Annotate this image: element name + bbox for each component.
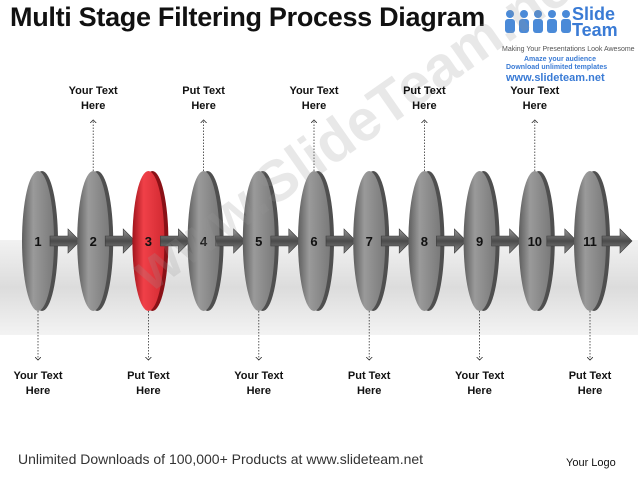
label-line-1: Put Text <box>347 370 391 382</box>
logo-placeholder: Your Logo <box>566 457 616 469</box>
brand-download: Download unlimited templates <box>506 64 608 71</box>
filter-disc <box>574 171 606 311</box>
label-line-2: Here <box>246 385 272 397</box>
stage-number: 7 <box>366 234 373 249</box>
stage-number: 8 <box>421 234 428 249</box>
filter-disc <box>408 171 441 311</box>
stage-number: 1 <box>34 234 41 249</box>
stage-8: 8 <box>408 171 467 311</box>
filter-disc <box>298 171 330 311</box>
label-line-1: Put Text <box>127 370 170 382</box>
label-line-1: Your Text <box>289 85 339 97</box>
stage-number: 4 <box>200 234 208 249</box>
label-line-1: Your Text <box>455 370 505 382</box>
stage-10: 10 <box>518 171 578 311</box>
filter-disc <box>187 171 220 311</box>
stage-number: 5 <box>255 234 262 249</box>
stage-number: 9 <box>476 234 483 249</box>
flow-arrow-icon <box>601 228 633 254</box>
filter-disc <box>77 171 110 311</box>
flow-arrow-icon <box>104 228 136 254</box>
stage-number: 10 <box>528 234 542 249</box>
label-line-1: Put Text <box>182 85 225 97</box>
stage-1: 1 <box>22 171 81 311</box>
flow-arrow-icon <box>325 228 357 254</box>
label-line-2: Here <box>467 385 492 397</box>
filter-disc <box>463 171 496 311</box>
brand-tagline: Making Your Presentations Look Awesome <box>502 46 635 53</box>
brand-url[interactable]: www.slideteam.net <box>506 72 605 84</box>
label-line-1: Your Text <box>510 85 560 97</box>
label-line-1: Your Text <box>13 370 63 382</box>
label-line-2: Here <box>522 100 548 112</box>
flow-arrow-icon <box>436 228 467 254</box>
page-title: Multi Stage Filtering Process Diagram <box>10 2 486 32</box>
stage-number: 11 <box>583 234 597 249</box>
filter-disc <box>242 171 275 311</box>
stage-11: 11 <box>574 171 633 311</box>
stage-7: 7 <box>353 171 412 311</box>
label-line-1: Put Text <box>403 85 446 97</box>
filter-disc <box>22 171 54 311</box>
flow-arrow-icon <box>380 228 412 254</box>
stage-number: 6 <box>310 234 317 249</box>
brand-amaze: Amaze your audience <box>524 56 596 63</box>
filter-disc <box>353 171 386 311</box>
stage-4: 4 <box>187 171 247 311</box>
flow-arrow-icon <box>160 228 191 254</box>
label-line-2: Here <box>80 100 106 112</box>
people-icon <box>505 10 571 33</box>
stage-5: 5 <box>242 171 302 311</box>
flow-arrow-icon <box>215 228 247 254</box>
filter-disc <box>518 171 551 311</box>
stage-2: 2 <box>77 171 136 311</box>
flow-arrow-icon <box>270 228 302 254</box>
highlighted-filter-disc <box>132 171 165 311</box>
footer-text[interactable]: Unlimited Downloads of 100,000+ Products… <box>18 451 424 467</box>
stage-number: 2 <box>90 234 97 249</box>
flow-arrow-icon <box>546 228 578 254</box>
label-line-2: Here <box>25 385 51 397</box>
stage-3: 3 <box>132 171 191 311</box>
flow-arrow-icon <box>49 228 81 254</box>
label-line-2: Here <box>356 385 382 397</box>
flow-arrow-icon <box>491 228 523 254</box>
label-line-2: Here <box>191 100 216 112</box>
label-line-1: Your Text <box>234 370 284 382</box>
stage-6: 6 <box>298 171 357 311</box>
label-line-1: Your Text <box>68 85 118 97</box>
stage-9: 9 <box>463 171 523 311</box>
label-line-2: Here <box>412 100 437 112</box>
stage-number: 3 <box>145 234 152 249</box>
label-line-2: Here <box>136 385 161 397</box>
label-line-2: Here <box>301 100 327 112</box>
label-line-2: Here <box>577 385 603 397</box>
label-line-1: Put Text <box>568 370 612 382</box>
